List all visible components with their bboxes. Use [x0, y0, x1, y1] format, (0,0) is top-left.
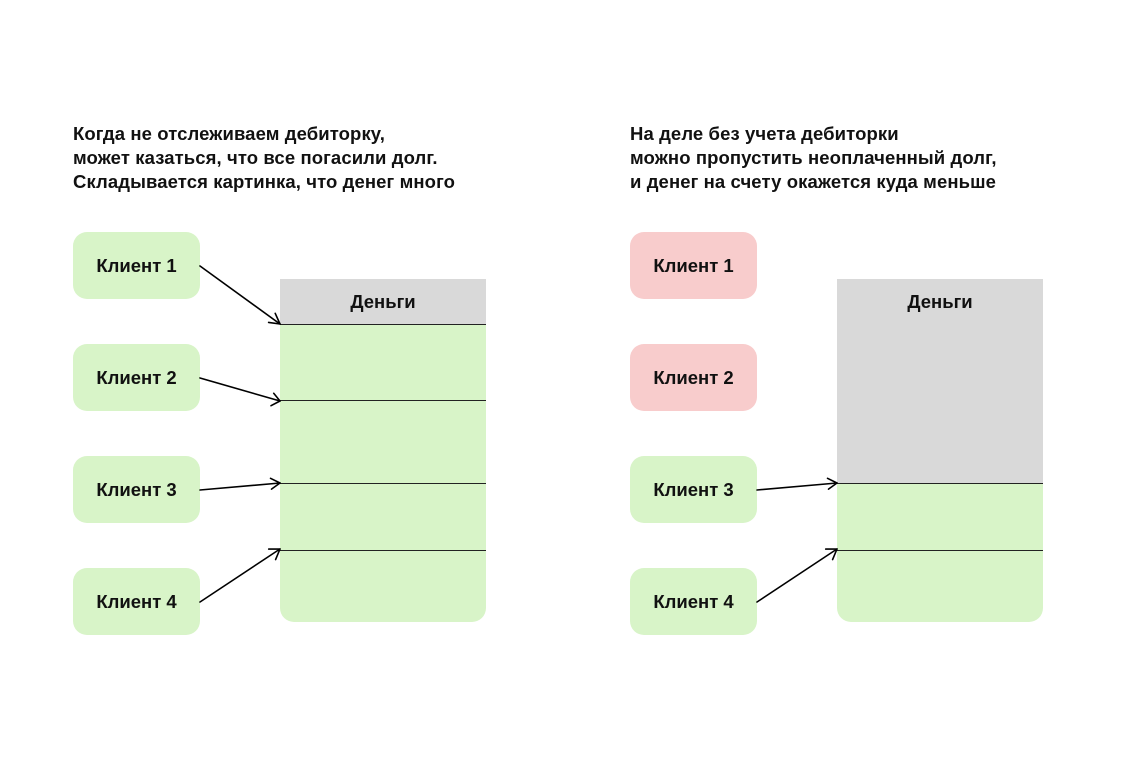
right-money-label: Деньги — [907, 291, 973, 312]
left-money-header: Деньги — [280, 279, 486, 324]
left-client-1: Клиент 1 — [73, 232, 200, 299]
right-caption: На деле без учета дебиторки можно пропус… — [630, 122, 1100, 194]
right-panel: На деле без учета дебиторки можно пропус… — [557, 0, 1128, 757]
left-divider-4 — [280, 550, 486, 551]
left-client-3: Клиент 3 — [73, 456, 200, 523]
right-caption-line-2: можно пропустить неоплаченный долг, — [630, 147, 997, 168]
right-divider-2 — [837, 550, 1043, 551]
left-client-4: Клиент 4 — [73, 568, 200, 635]
left-arrow-3 — [199, 477, 281, 491]
right-client-2: Клиент 2 — [630, 344, 757, 411]
left-arrow-4 — [199, 548, 281, 603]
left-divider-1 — [280, 324, 486, 325]
left-divider-2 — [280, 400, 486, 401]
left-money-label: Деньги — [350, 291, 416, 312]
right-client-1: Клиент 1 — [630, 232, 757, 299]
left-panel: Когда не отслеживаем дебиторку, может ка… — [73, 122, 543, 635]
right-arrow-3 — [756, 477, 838, 491]
left-caption-line-3: Складывается картинка, что денег много — [73, 171, 456, 192]
right-caption-line-1: На деле без учета дебиторки — [630, 123, 899, 144]
right-money-header: Деньги — [837, 279, 1043, 483]
right-divider-1 — [837, 483, 1043, 484]
right-arrow-4 — [756, 548, 838, 603]
left-money-container: Деньги — [280, 279, 486, 622]
right-caption-line-3: и денег на счету окажется куда меньше — [630, 171, 996, 192]
left-caption-line-2: может казаться, что все погасили долг. — [73, 147, 438, 168]
left-client-2: Клиент 2 — [73, 344, 200, 411]
left-caption-line-1: Когда не отслеживаем дебиторку, — [73, 123, 386, 144]
right-client-4: Клиент 4 — [630, 568, 757, 635]
left-arrow-1 — [199, 265, 281, 325]
left-caption: Когда не отслеживаем дебиторку, может ка… — [73, 122, 543, 194]
left-divider-3 — [280, 483, 486, 484]
left-arrow-2 — [199, 377, 281, 407]
right-money-container: Деньги — [837, 279, 1043, 622]
right-client-3: Клиент 3 — [630, 456, 757, 523]
